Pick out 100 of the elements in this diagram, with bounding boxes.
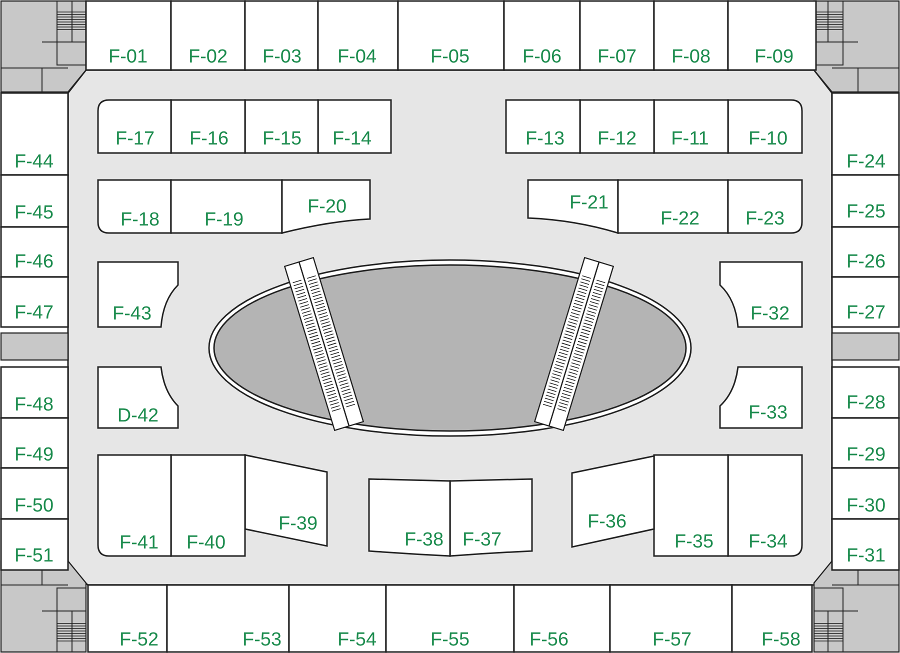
unit-number: F-41 — [119, 534, 159, 552]
shop-unit — [98, 100, 171, 153]
unit-number: F-02 — [188, 48, 228, 66]
shop-unit — [580, 1, 654, 70]
unit-number: F-30 — [846, 496, 886, 516]
shop-unit — [386, 585, 514, 652]
shop-unit — [1, 277, 68, 327]
shop-unit — [504, 1, 580, 70]
shop-unit — [832, 519, 899, 570]
unit-number: F-49 — [14, 446, 54, 464]
unit-number: F-17 — [115, 130, 155, 148]
unit-number: F-05 — [430, 48, 470, 66]
unit-number: F-38 — [404, 530, 444, 550]
unit-number: F-20 — [307, 198, 347, 216]
shop-unit — [732, 585, 812, 652]
shop-unit — [618, 180, 728, 233]
unit-number: F-34 — [748, 532, 788, 552]
unit-number: F-35 — [674, 532, 714, 552]
shop-unit — [832, 175, 899, 227]
shop-unit — [1, 418, 68, 468]
unit-number: F-37 — [462, 530, 502, 550]
shop-unit — [1, 367, 68, 418]
unit-number: F-36 — [587, 512, 627, 532]
shop-unit — [728, 455, 802, 556]
unit-number: F-55 — [430, 630, 470, 650]
shop-unit — [98, 180, 171, 233]
unit-number: F-50 — [14, 496, 54, 516]
shop-unit — [1, 175, 68, 227]
shop-unit — [171, 455, 245, 556]
unit-number: F-12 — [597, 130, 637, 148]
unit-number: F-28 — [846, 394, 886, 412]
shop-unit — [245, 455, 327, 546]
unit-number: F-43 — [112, 304, 152, 324]
unit-number: F-46 — [14, 252, 54, 272]
shop-unit — [728, 100, 802, 153]
shop-unit — [832, 277, 899, 327]
unit-number: F-27 — [846, 304, 886, 322]
shop-unit — [369, 479, 450, 556]
shop-unit — [514, 585, 610, 652]
unit-number: F-24 — [846, 152, 886, 172]
shop-unit — [580, 100, 654, 153]
shop-unit — [282, 180, 370, 233]
unit-number: F-04 — [337, 48, 377, 66]
shop-unit — [289, 585, 386, 652]
unit-number: F-16 — [189, 130, 229, 148]
unit-number: F-09 — [754, 48, 794, 66]
shop-unit — [832, 367, 899, 418]
shop-unit — [245, 100, 318, 153]
unit-number: F-44 — [14, 152, 54, 172]
shop-unit — [318, 100, 391, 153]
unit-number: F-33 — [748, 404, 788, 422]
shop-unit — [728, 1, 816, 70]
unit-number: F-21 — [569, 194, 609, 212]
shop-unit — [98, 455, 171, 556]
shop-unit — [528, 180, 618, 233]
unit-number: F-57 — [652, 630, 692, 650]
unit-number: F-23 — [745, 210, 785, 228]
unit-number: F-15 — [262, 130, 302, 148]
unit-number: F-14 — [332, 130, 372, 148]
unit-number: F-11 — [671, 130, 709, 148]
shop-unit — [832, 93, 899, 175]
unit-number: F-22 — [660, 210, 700, 228]
shop-unit — [654, 1, 728, 70]
shop-unit — [171, 180, 282, 233]
unit-number: F-01 — [108, 48, 148, 66]
unit-number: F-51 — [14, 546, 54, 566]
unit-number: F-40 — [186, 534, 226, 552]
shop-unit — [245, 1, 318, 70]
unit-number: D-42 — [117, 406, 159, 426]
unit-number: F-13 — [525, 130, 565, 148]
unit-number: F-54 — [337, 630, 377, 650]
shop-unit — [98, 367, 178, 428]
unit-number: F-53 — [242, 630, 282, 650]
unit-number: F-03 — [262, 48, 302, 66]
unit-number: F-48 — [14, 396, 54, 414]
unit-number: F-25 — [846, 202, 886, 222]
shop-unit — [506, 100, 580, 153]
unit-number: F-06 — [522, 48, 562, 66]
shop-unit — [398, 1, 504, 70]
unit-number: F-29 — [846, 446, 886, 464]
shop-unit — [98, 262, 178, 327]
shop-unit — [1, 93, 68, 175]
shop-unit — [1, 468, 68, 519]
shop-unit — [88, 585, 167, 652]
shop-unit — [318, 1, 398, 70]
shop-unit — [167, 585, 289, 652]
shop-unit — [1, 519, 68, 570]
shop-unit — [1, 227, 68, 277]
unit-number: F-07 — [597, 48, 637, 66]
shop-unit — [832, 227, 899, 277]
shop-unit — [832, 418, 899, 468]
shop-unit — [86, 1, 171, 70]
shop-unit — [171, 1, 245, 70]
shop-unit — [728, 180, 802, 233]
unit-number: F-58 — [761, 630, 801, 650]
unit-number: F-19 — [204, 210, 244, 230]
unit-number: F-56 — [529, 630, 569, 650]
unit-number: F-18 — [120, 210, 160, 230]
shop-unit — [171, 100, 245, 153]
unit-number: F-52 — [119, 630, 159, 650]
